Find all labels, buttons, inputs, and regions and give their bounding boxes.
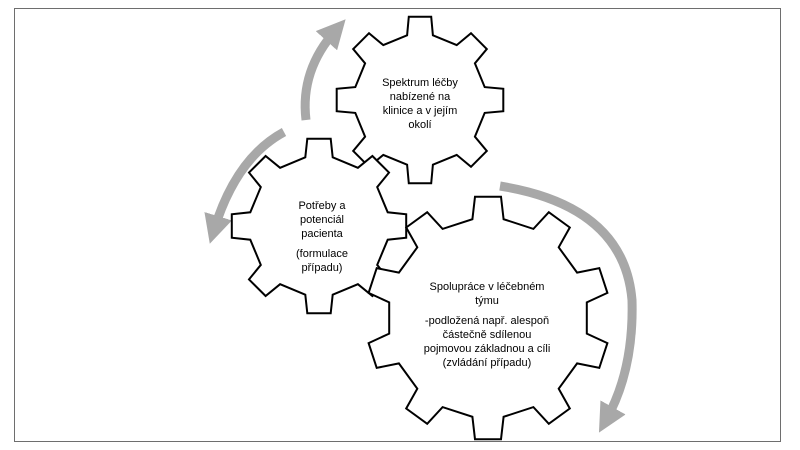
gear-treatment [335, 15, 505, 185]
gear-team-label: Spolupráce v léčebném týmu -podložená na… [412, 280, 562, 370]
cycle-arrow-right [499, 181, 637, 433]
gear-patient-line-2: potenciál [299, 214, 345, 226]
gear-treatment-line-3: klinice a v jejím [382, 105, 458, 117]
cycle-arrow-left [204, 128, 287, 244]
gear-patient-label: Potřeby a potenciál pacienta (formulace … [262, 199, 382, 275]
gear-team-line-2: týmu [475, 295, 499, 307]
gear-team-line-3: -podložená např. alespoň [424, 315, 550, 327]
gear-patient-note-1: (formulace [296, 248, 348, 260]
gear-team-line-4: částečně sdílenou [442, 329, 532, 341]
gear-patient-note-2: případu) [301, 262, 343, 274]
gear-team-line-6: (zvládání případu) [442, 357, 532, 369]
gear-treatment-label: Spektrum léčby nabízené na klinice a v j… [352, 76, 488, 132]
gear-treatment-line-2: nabízené na [389, 91, 451, 103]
gear-team [367, 195, 609, 441]
gear-treatment-line-1: Spektrum léčby [382, 77, 458, 89]
gear-patient [230, 137, 408, 315]
gear-treatment-line-4: okolí [408, 119, 432, 131]
gear-patient-line-1: Potřeby a [298, 200, 346, 212]
gear-team-line-5: pojmovou základnou a cíli [423, 343, 551, 355]
gear-patient-line-3: pacienta [301, 228, 343, 240]
gear-team-line-1: Spolupráce v léčebném [429, 281, 545, 293]
cycle-arrow-top [300, 19, 346, 121]
